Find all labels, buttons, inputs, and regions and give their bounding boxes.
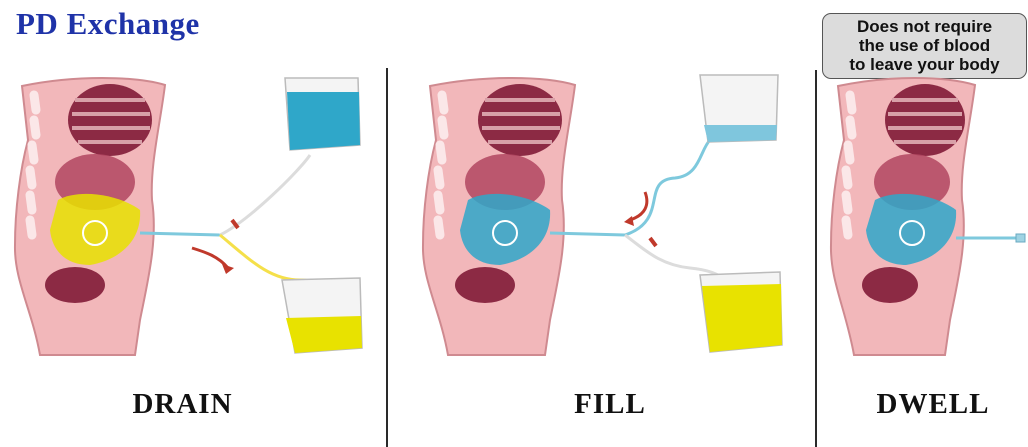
tube-to-drain-bag [625, 235, 725, 280]
dwell-panel [820, 70, 1028, 370]
stage-label-drain: DRAIN [80, 388, 285, 421]
catheter [550, 233, 625, 235]
fresh-bag-fluid [287, 92, 360, 150]
flow-arrow [630, 192, 647, 220]
arrow-head [222, 264, 234, 274]
fill-illustration [400, 70, 810, 370]
drain-bag-fluid [702, 284, 782, 352]
divider-left [386, 68, 388, 447]
drain-panel [0, 70, 385, 370]
pelvis [862, 267, 918, 303]
ribcage [885, 84, 965, 156]
catheter [140, 233, 220, 235]
stage-label-dwell: DWELL [840, 388, 1026, 421]
page-title: PD Exchange [16, 6, 200, 42]
fresh-bag-fluid [704, 125, 777, 142]
ribcage [478, 84, 562, 156]
note-line: the use of blood [823, 36, 1026, 55]
ribcage [68, 84, 152, 156]
pelvis [45, 267, 105, 303]
note-line: Does not require [823, 17, 1026, 36]
divider-right [815, 70, 817, 447]
drain-illustration [0, 70, 385, 370]
stage-label-fill: FILL [510, 388, 710, 421]
drain-bag-fluid [286, 316, 362, 353]
pelvis [455, 267, 515, 303]
tube-from-fresh-bag [625, 140, 710, 235]
dwell-illustration [820, 70, 1028, 370]
clamp [650, 238, 656, 246]
fill-panel [400, 70, 810, 370]
catheter-cap [1016, 234, 1025, 242]
